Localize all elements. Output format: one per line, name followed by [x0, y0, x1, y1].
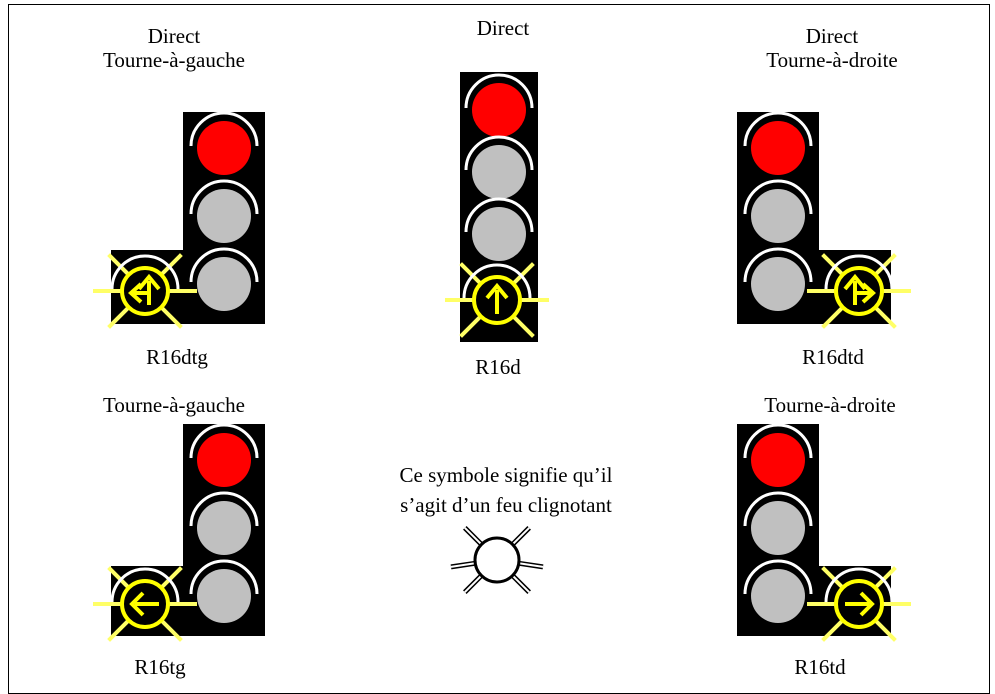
flash-ray — [510, 313, 535, 338]
flash-ray — [464, 527, 483, 546]
red-lamp — [472, 83, 526, 137]
flash-ray — [821, 253, 846, 278]
amber-lamp — [751, 501, 805, 555]
signals-drawing — [93, 72, 911, 642]
flash-ray — [510, 262, 535, 287]
amber-lamp-visor — [743, 491, 813, 527]
green-lamp — [197, 569, 251, 623]
flash-visor — [110, 254, 180, 290]
flash-visor — [824, 567, 894, 603]
flash-ray — [158, 617, 183, 642]
amber-lamp-visor — [189, 491, 259, 527]
red-lamp-visor — [743, 111, 813, 147]
signal-code-r16dtg: R16dtg — [146, 345, 208, 369]
flash-ray — [158, 566, 183, 591]
red-lamp-visor — [189, 423, 259, 459]
arrow-straight-right-icon — [861, 282, 876, 304]
flash-ray — [107, 617, 132, 642]
red-lamp-visor — [743, 423, 813, 459]
traffic-light-straight-icon — [445, 72, 549, 342]
flash-visor — [462, 263, 532, 299]
signal-title-r16td: Tourne-à-droite — [764, 393, 896, 417]
flash-ray — [107, 566, 132, 591]
amber-lamp-visor — [464, 135, 534, 171]
red-lamp — [751, 121, 805, 175]
flash-ray — [872, 304, 897, 329]
traffic-light-right-icon — [737, 423, 911, 642]
green-lamp-visor — [189, 247, 259, 283]
amber-lamp — [197, 189, 251, 243]
signal-code-r16d: R16d — [475, 355, 521, 379]
green-lamp-visor — [743, 247, 813, 283]
flash-ray — [158, 304, 183, 329]
flash-ray — [821, 617, 846, 642]
flash-circle — [473, 536, 521, 584]
arrow-straight-left-icon — [137, 273, 161, 291]
flashing-light-symbol-icon — [450, 526, 544, 594]
traffic-light-left-icon — [93, 423, 265, 642]
flash-ray — [107, 253, 132, 278]
flash-ray — [459, 313, 484, 338]
signal-code-r16td: R16td — [794, 655, 846, 679]
red-lamp-visor — [189, 111, 259, 147]
green-lamp — [751, 569, 805, 623]
red-lamp — [751, 433, 805, 487]
flash-ray — [450, 562, 476, 568]
flash-visor — [110, 567, 180, 603]
flash-ray — [464, 574, 483, 593]
arrow-straight-left-icon — [128, 282, 143, 304]
amber-lamp — [472, 145, 526, 199]
traffic-light-straight-left-icon — [93, 111, 265, 329]
arrow-right-icon — [859, 591, 875, 617]
arrow-left-icon — [129, 591, 145, 617]
amber-lamp — [751, 189, 805, 243]
flash-ray — [158, 253, 183, 278]
flash-ray — [459, 262, 484, 287]
flash-ray — [511, 527, 530, 546]
amber-lamp-visor — [189, 179, 259, 215]
red-lamp-visor — [464, 73, 534, 109]
red-lamp — [197, 121, 251, 175]
green-lamp-visor — [464, 197, 534, 233]
flash-ray — [821, 566, 846, 591]
flash-ray — [518, 562, 544, 568]
traffic-light-straight-right-icon — [737, 111, 911, 329]
flash-ray — [872, 253, 897, 278]
flash-ray — [511, 574, 530, 593]
green-lamp — [197, 257, 251, 311]
green-lamp — [751, 257, 805, 311]
flash-ray — [872, 566, 897, 591]
arrow-straight-right-icon — [843, 273, 867, 291]
flash-visor — [824, 254, 894, 290]
flash-ray — [872, 617, 897, 642]
signal-code-r16dtd: R16dtd — [802, 345, 864, 369]
amber-lamp-visor — [743, 179, 813, 215]
red-lamp — [197, 433, 251, 487]
flash-ray — [107, 304, 132, 329]
signal-code-r16tg: R16tg — [134, 655, 186, 679]
green-lamp-visor — [743, 559, 813, 595]
signal-title-r16tg: Tourne-à-gauche — [103, 393, 245, 417]
green-lamp — [472, 207, 526, 261]
flash-ray — [821, 304, 846, 329]
green-lamp-visor — [189, 559, 259, 595]
arrow-straight-icon — [485, 282, 509, 300]
signal-title-r16d: Direct — [476, 16, 530, 40]
amber-lamp — [197, 501, 251, 555]
